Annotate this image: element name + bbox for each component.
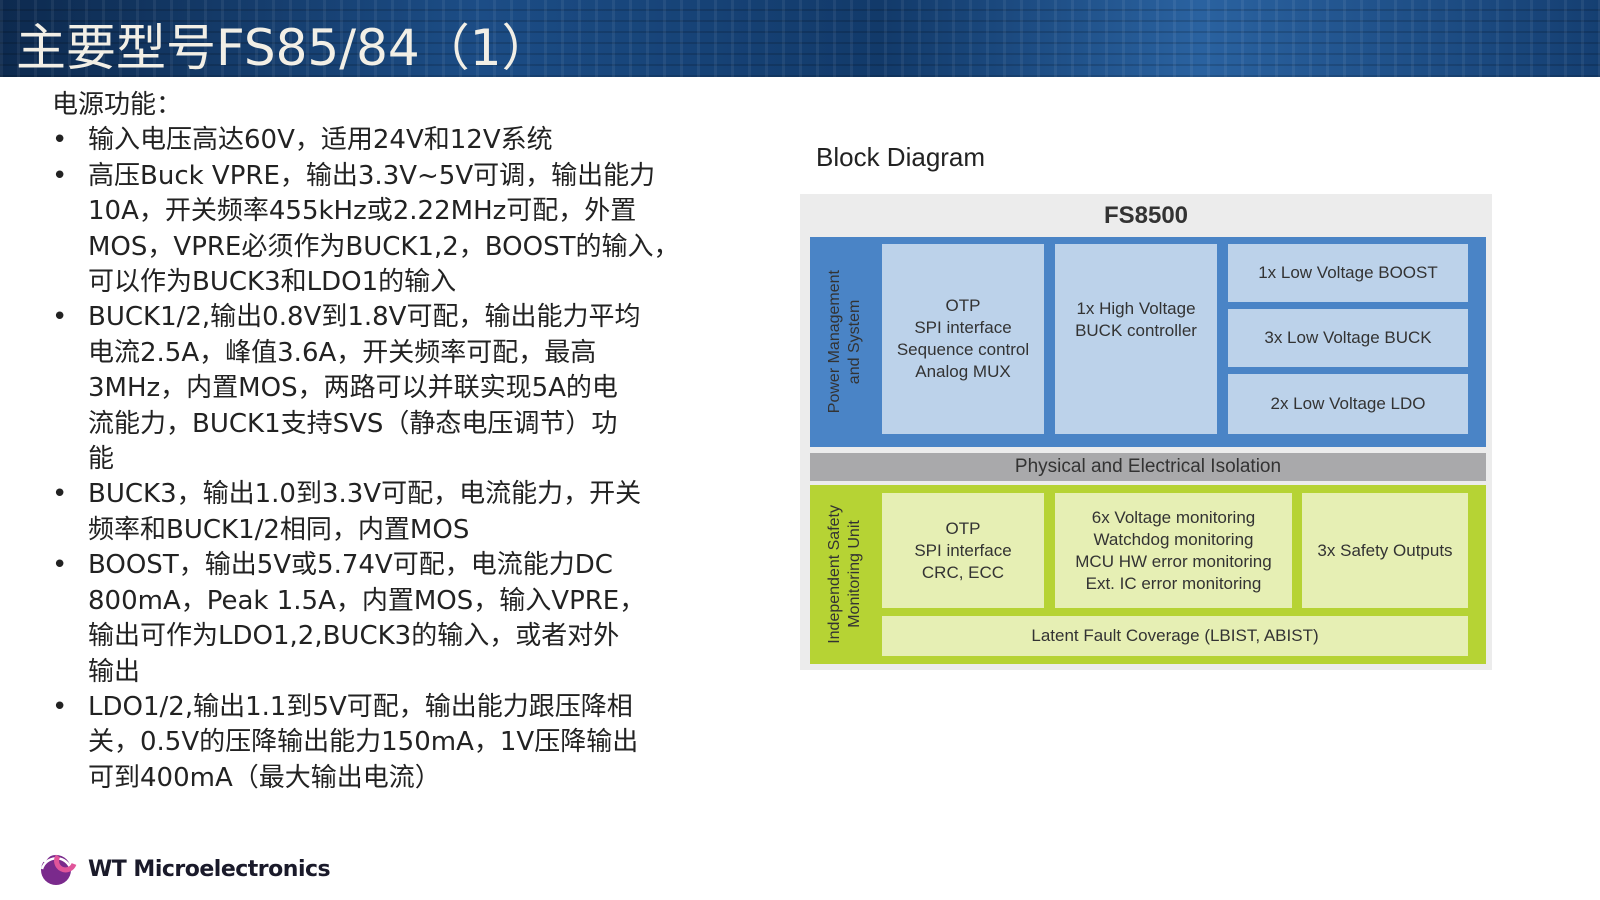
bullet-text: 10A，开关频率455kHz或2.22MHz可配，外置 — [88, 196, 637, 227]
title-banner: 主要型号FS85/84（1） — [0, 0, 1600, 77]
ldo-block: 2x Low Voltage LDO — [1228, 374, 1468, 434]
bullet-dot-icon: • — [52, 479, 68, 510]
bullet-item: • BOOST，输出5V或5.74V可配，电流能力DC 800mA，Peak 1.5… — [52, 548, 752, 690]
block-line: BUCK controller — [1075, 321, 1197, 340]
bullet-text: MOS，VPRE必须作为BUCK1,2，BOOST的输入， — [88, 231, 680, 262]
bullet-text: 可到400mA（最大输出电流） — [88, 762, 441, 793]
block-line: 6x Voltage monitoring — [1091, 507, 1256, 527]
title-cn: 主要型号 — [16, 19, 216, 77]
bullet-item: • 高压Buck VPRE，输出3.3V~5V可调，输出能力 10A，开关频率455… — [52, 159, 752, 301]
bullet-item: • BUCK3，输出1.0到3.3V可配，电流能力，开关频率和BUCK1/2相同，… — [52, 477, 752, 548]
boost-block: 1x Low Voltage BOOST — [1228, 244, 1468, 302]
sm-side-line: Independent Safety — [826, 505, 843, 644]
bullet-text: BOOST，输出5V或5.74V可配，电流能力DC — [88, 550, 613, 581]
pm-side-line: Power Management — [826, 270, 843, 414]
bullet-text: 流能力，BUCK1支持SVS（静态电压调节）功 — [88, 408, 618, 439]
bullet-dot-icon: • — [52, 550, 68, 581]
bullet-text: LDO1/2,输出1.1到5V可配，输出能力跟压降相 — [88, 691, 633, 722]
block-line: Analog MUX — [915, 362, 1011, 381]
bullet-item: • BUCK1/2,输出0.8V到1.8V可配，输出能力平均电流2.5A，峰值3.… — [52, 300, 752, 477]
bullet-dot-icon: • — [52, 160, 68, 191]
company-logo: WT Microelectronics — [36, 852, 331, 886]
logo-swirl-icon — [40, 852, 77, 885]
isolation-bar: Physical and Electrical Isolation — [810, 453, 1486, 481]
block-line: OTP — [945, 296, 981, 315]
bullet-text: 可以作为BUCK3和LDO1的输入 — [88, 267, 457, 298]
bullet-item: • LDO1/2,输出1.1到5V可配，输出能力跟压降相关，0.5V的压降输出能力… — [52, 690, 752, 796]
block-line: 1x High Voltage — [1076, 299, 1196, 318]
block-line: SPI interface — [914, 540, 1012, 560]
pm-side-line: and System — [846, 299, 863, 385]
block-line: SPI interface — [914, 318, 1012, 337]
bullet-text: BUCK3，输出1.0到3.3V可配，电流能力，开关 — [88, 479, 642, 510]
bullet-text: BUCK1/2,输出0.8V到1.8V可配，输出能力平均 — [88, 302, 641, 333]
bullet-dot-icon: • — [52, 125, 68, 156]
feature-list: 电源功能： • 输入电压高达60V，适用24V和12V系统 • 高压Buck VPRE… — [52, 88, 752, 796]
bullet-text: 高压Buck VPRE，输出3.3V~5V可调，输出能力 — [88, 160, 656, 191]
title-latin: FS85/84（1） — [216, 19, 552, 77]
section-heading: 电源功能： — [52, 90, 183, 120]
logo-text: WT Microelectronics — [88, 856, 331, 882]
bullet-text: 输出可作为LDO1,2,BUCK3的输入，或者对外 — [88, 621, 620, 652]
chip-name: FS8500 — [1103, 202, 1189, 229]
block-line: MCU HW error monitoring — [1075, 551, 1272, 571]
bullet-text: 800mA，Peak 1.5A，内置MOS，输入VPRE， — [88, 585, 646, 616]
block-line: Sequence control — [896, 340, 1030, 359]
bullet-item: • 输入电压高达60V，适用24V和12V系统 — [52, 123, 752, 158]
bullet-dot-icon: • — [52, 302, 68, 333]
bullet-text: 频率和BUCK1/2相同，内置MOS — [88, 514, 470, 545]
bullet-dot-icon: • — [52, 691, 68, 722]
bullet-text: 3MHz，内置MOS，两路可以并联实现5A的电 — [88, 373, 618, 404]
sm-side-line: Monitoring Unit — [846, 520, 863, 629]
bullet-text: 关，0.5V的压降输出能力150mA，1V压降输出 — [88, 727, 639, 758]
block-line: Ext. IC error monitoring — [1085, 573, 1262, 593]
block-line: Watchdog monitoring — [1093, 529, 1254, 549]
bullet-text: 输出 — [88, 656, 141, 687]
buck-block: 3x Low Voltage BUCK — [1228, 309, 1468, 367]
bullet-text: 电流2.5A，峰值3.6A，开关频率可配，最高 — [88, 337, 597, 368]
block-diagram-label: Block Diagram — [816, 142, 986, 172]
block-line: CRC, ECC — [921, 562, 1005, 582]
bullet-text: 输入电压高达60V，适用24V和12V系统 — [88, 125, 553, 156]
safety-outputs-block: 3x Safety Outputs — [1302, 493, 1468, 608]
block-line: OTP — [945, 518, 981, 538]
bullet-text: 能 — [88, 444, 115, 475]
slide-title: 主要型号FS85/84（1） — [16, 8, 552, 77]
latent-fault-block: Latent Fault Coverage (LBIST, ABIST) — [882, 616, 1468, 656]
